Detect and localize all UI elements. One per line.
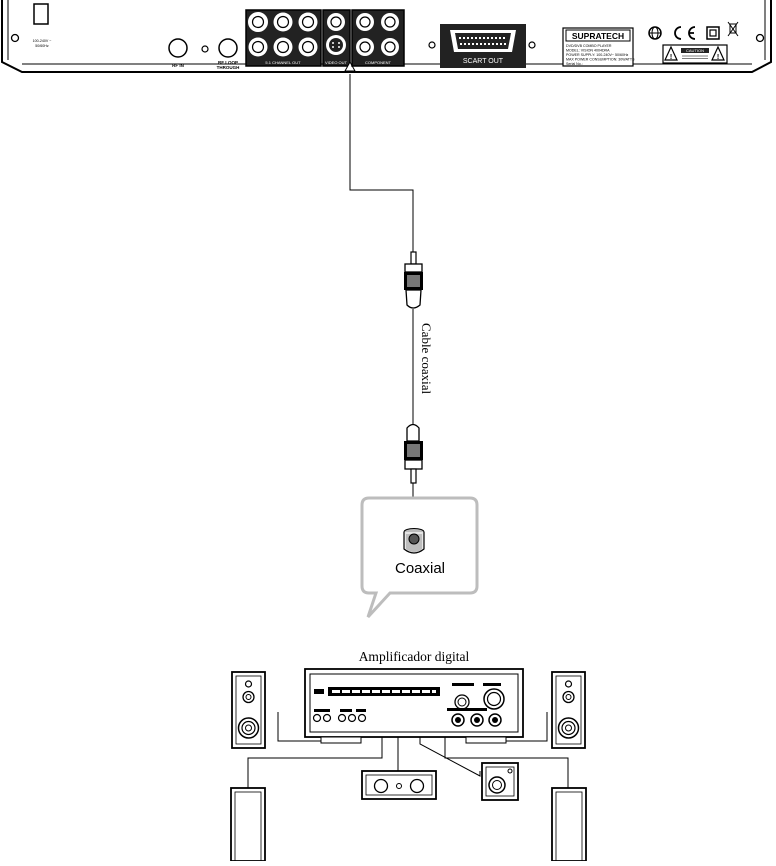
- channel-out-block: 5.1 CHANNEL OUT: [245, 9, 322, 67]
- svg-text:!: !: [670, 54, 672, 61]
- subwoofer: [481, 762, 519, 801]
- voltage-label-1: 100-240V ~: [33, 39, 52, 43]
- front-right-speaker: [551, 671, 586, 749]
- label-line-4: MAX POWER CONSUMPTION: 30WATTS: [566, 58, 635, 62]
- label-line-3: POWER SUPPLY: 100-240V~ 50/60Hz: [566, 53, 629, 57]
- video-out-label: VIDEO OUT: [325, 60, 348, 65]
- certification-marks: ! ! CAUTION: [648, 21, 739, 64]
- rca-plug-upper: [404, 251, 423, 309]
- callout-bubble: [360, 496, 479, 619]
- double-insulation-icon: [706, 26, 720, 40]
- label-line-5: Serial No.:: [566, 62, 583, 66]
- weee-bin-icon: [727, 21, 739, 37]
- svg-text:!: !: [717, 54, 719, 61]
- voltage-label-2: 50/60Hz: [35, 44, 49, 48]
- ce-mark-icon: [674, 26, 682, 40]
- channel-out-label: 5.1 CHANNEL OUT: [265, 60, 301, 65]
- component-label: COMPONENT: [365, 60, 392, 65]
- front-left-speaker: [231, 671, 266, 749]
- rf-loop-label-1: RF LOOP: [218, 60, 238, 65]
- rear-left-speaker: [230, 787, 266, 862]
- digital-amplifier: [304, 668, 524, 744]
- scart-connector: SCART OUT: [428, 24, 536, 68]
- rf-loop-label-2: THROUGH: [217, 65, 240, 70]
- center-speaker: [361, 770, 437, 800]
- power-socket: [33, 3, 49, 25]
- player-back-panel: 100-240V ~ 50/60Hz RF IN RF LOOP THROUGH…: [1, 0, 772, 73]
- video-out-block: VIDEO OUT: [322, 9, 356, 72]
- label-line-1: DVD/DVB COMBO PLAYER: [566, 44, 612, 48]
- speaker-wires: [247, 712, 569, 788]
- caution-label: [662, 44, 728, 64]
- coaxial-callout: Coaxial: [360, 496, 479, 619]
- component-block: COMPONENT: [351, 9, 405, 67]
- coaxial-jack-icon: [403, 528, 425, 554]
- rf-in-connector: [168, 38, 188, 58]
- rear-right-speaker: [551, 787, 587, 862]
- rca-plug-lower: [404, 423, 423, 484]
- amplifier-system: Amplificador digital: [230, 649, 587, 862]
- rf-loop-connector: [218, 38, 238, 58]
- warning-icon: [664, 45, 678, 61]
- coaxial-cable: Cable coaxial: [349, 74, 434, 503]
- scart-out-label: SCART OUT: [463, 58, 504, 65]
- amplifier-label: Amplificador digital: [359, 649, 470, 664]
- caution-text: CAUTION: [686, 48, 704, 53]
- coaxial-label: Coaxial: [395, 560, 445, 577]
- rating-label: SUPRATECH DVD/DVB COMBO PLAYER MODEL: VI…: [562, 27, 635, 67]
- label-line-2: MODEL: VISION 4004DRA: [566, 49, 610, 53]
- rf-in-label: RF IN: [172, 63, 184, 68]
- brand-name: SUPRATECH: [572, 31, 624, 41]
- cable-coaxial-label: Cable coaxial: [419, 323, 434, 394]
- warning-icon: [711, 45, 725, 61]
